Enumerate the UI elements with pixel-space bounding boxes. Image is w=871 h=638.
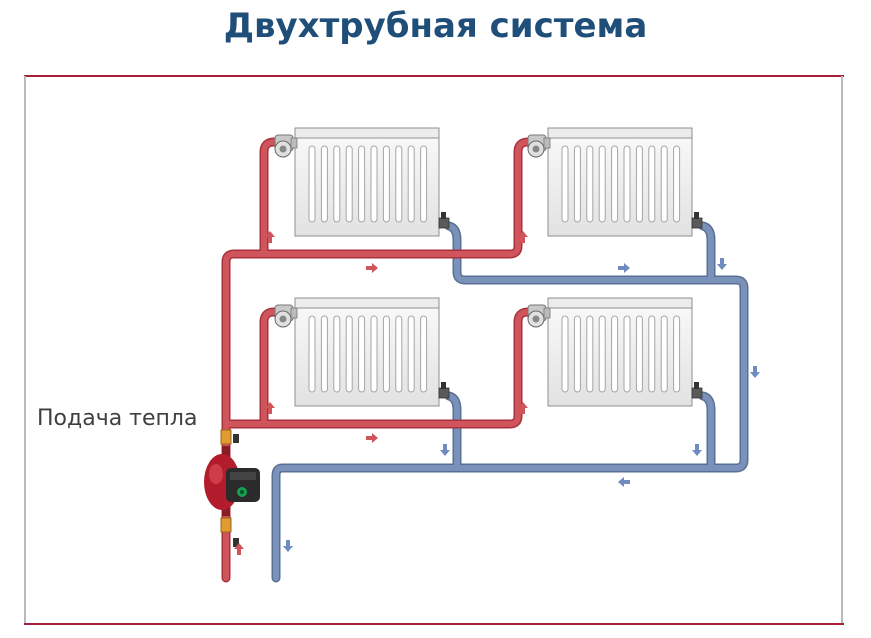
flow-arrow-icon [717,258,727,270]
diagram-title: Двухтрубная система [223,6,648,46]
flow-arrow-icon [366,263,378,273]
supply-branch-bottom-left [261,309,285,427]
diagram-frame [24,76,843,624]
flow-arrows [234,231,760,555]
flow-arrow-icon [234,543,244,555]
return-valve-icon [438,212,450,229]
return-main-pipe [273,223,747,581]
flow-arrow-icon [518,231,528,243]
bottom-rule [24,623,844,625]
thermostatic-valve-icon [527,134,551,158]
radiator-icon [274,297,450,407]
thermostatic-valve-icon [527,304,551,328]
supply-pipes [221,137,541,583]
supply-label: Подача тепла [37,406,198,431]
flow-arrow-icon [366,433,378,443]
radiator-icon [527,297,703,407]
supply-main-pipe [223,139,539,581]
return-branch-bottom-right [700,393,714,471]
return-pipes [271,221,749,583]
radiators [274,127,703,407]
return-branch-top-right [700,223,714,283]
return-branch-bottom-left [446,393,460,471]
circulation-pump-icon [204,429,260,547]
flow-arrow-icon [618,263,630,273]
thermostatic-valve-icon [274,134,298,158]
flow-arrow-icon [440,444,450,456]
top-rule [24,75,844,77]
flow-arrow-icon [692,444,702,456]
return-valve-icon [691,212,703,229]
flow-arrow-icon [618,477,630,487]
flow-arrow-icon [518,402,528,414]
flow-arrow-icon [283,540,293,552]
radiator-icon [274,127,450,237]
supply-lower-pipe [223,309,539,427]
return-valve-icon [438,382,450,399]
return-valve-icon [691,382,703,399]
radiator-icon [527,127,703,237]
flow-arrow-icon [750,366,760,378]
flow-arrow-icon [265,231,275,243]
supply-branch-top-left [261,139,285,257]
thermostatic-valve-icon [274,304,298,328]
flow-arrow-icon [265,402,275,414]
